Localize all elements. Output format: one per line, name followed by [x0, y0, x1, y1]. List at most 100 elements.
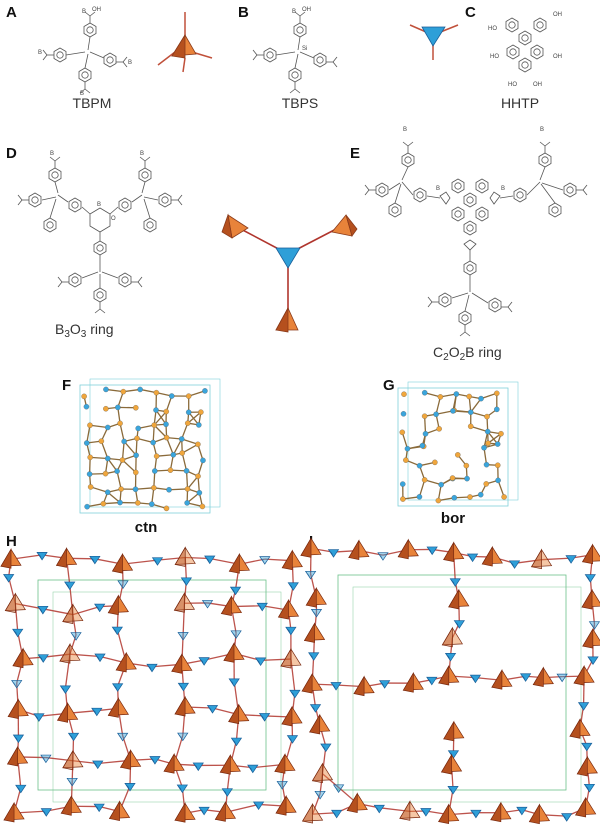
net-node [104, 489, 111, 496]
net-bond [497, 480, 505, 498]
c2o2b-caption: C2O2B ring [433, 344, 502, 363]
triangular-node-face [448, 786, 454, 794]
triangular-node-face [181, 577, 187, 586]
net-node [135, 500, 141, 506]
triangular-node [320, 743, 332, 753]
net-bond [103, 501, 121, 505]
net-node [198, 409, 204, 415]
tetrahedral-node-face [228, 552, 240, 574]
net-node [98, 438, 105, 444]
triangular-node-face [379, 680, 385, 689]
tetrahedral-node-face [60, 795, 72, 816]
tetrahedral-node-face [0, 547, 12, 569]
tetrahedral-node-face [163, 752, 175, 774]
net-node [103, 386, 109, 393]
triangular-node [258, 713, 271, 722]
net-node [119, 457, 126, 463]
net-node [416, 494, 423, 500]
net-node [421, 477, 428, 483]
tetrahedral-node-face [303, 622, 315, 643]
tetrahedral-node-face [438, 803, 450, 825]
tetrahedral-node-face [62, 749, 74, 771]
triangular-node [66, 777, 78, 787]
triangular-node-face [92, 761, 98, 769]
triangular-node [67, 732, 80, 742]
net-bond [187, 411, 202, 424]
triangular-node-face [259, 713, 265, 721]
net-bond [188, 390, 206, 397]
tetrahedral-node-face [59, 642, 71, 664]
triangular-node-face [68, 733, 74, 741]
hhtp-oh-2: OH [553, 54, 562, 60]
net-bond [156, 454, 174, 457]
b3o3-b-label: B [97, 202, 101, 208]
net-node [87, 454, 93, 461]
net-bond [89, 424, 108, 429]
net-bond [88, 457, 91, 475]
net-node [498, 430, 504, 437]
net-node [481, 444, 487, 451]
tetrahedral-node-face [120, 749, 131, 770]
triangular-node-face [589, 621, 595, 630]
triangular-node [308, 652, 320, 661]
tetrahedral-node-face [214, 801, 226, 822]
framework-linker [69, 653, 101, 658]
net-node [196, 489, 203, 496]
tetrahedral-node-face [582, 627, 594, 649]
framework-linker [8, 576, 16, 604]
triangular-node-face [287, 735, 293, 744]
net-node [185, 409, 192, 416]
triangular-node [176, 784, 188, 794]
triangular-node [230, 737, 243, 747]
triangular-node-face [89, 556, 95, 564]
triangular-node [177, 732, 189, 742]
framework-linker [514, 559, 542, 564]
net-node [416, 462, 423, 469]
framework-linker [45, 756, 73, 762]
net-bond [424, 479, 442, 486]
triangular-node-face [310, 704, 316, 713]
triangular-node [221, 788, 233, 797]
net-node [135, 425, 141, 432]
net-node [185, 393, 192, 399]
net-bond [153, 470, 156, 488]
triangular-node-face [566, 555, 572, 564]
triangular-node-face [230, 587, 236, 595]
triangular-node-face [41, 808, 47, 817]
triangular-node [285, 626, 297, 636]
triangular-node [377, 552, 389, 561]
triangular-node-face [15, 785, 21, 793]
tetrahedral-node-face [228, 703, 240, 725]
framework-linker [64, 654, 71, 689]
net-node [81, 393, 87, 400]
panel-letter-d: D [6, 145, 17, 162]
tetrahedral-node-face [481, 545, 493, 567]
net-bond [123, 388, 141, 393]
net-bond [401, 432, 409, 449]
triangular-node-face [557, 674, 563, 682]
triangular-node-face [199, 657, 205, 666]
triangular-node-face [199, 807, 205, 815]
triangular-node [111, 626, 123, 636]
triangular-node-face [71, 632, 77, 641]
panel-letter-f: F [62, 377, 71, 394]
net-bond [181, 438, 199, 445]
net-node [163, 434, 170, 441]
triangular-node-face [374, 805, 380, 813]
net-bond [402, 496, 420, 500]
net-bond [197, 476, 201, 493]
triangular-node [12, 628, 24, 638]
framework-linker [319, 773, 324, 794]
tetrahedral-node-face [220, 595, 232, 616]
net-bond [169, 488, 188, 491]
triangular-node-face [94, 804, 100, 812]
triangular-node-face [561, 813, 567, 822]
tetrahedral-node-face [575, 796, 587, 818]
tetrahedral-node-face [305, 586, 317, 608]
c2o2b-b-left: B [436, 186, 440, 192]
tetrahedral-node-face [174, 546, 186, 567]
triangular-node [254, 657, 267, 667]
triangular-node-face [470, 810, 476, 818]
tbpm-atom-label: B [82, 9, 86, 15]
triangular-node-face [308, 652, 314, 661]
